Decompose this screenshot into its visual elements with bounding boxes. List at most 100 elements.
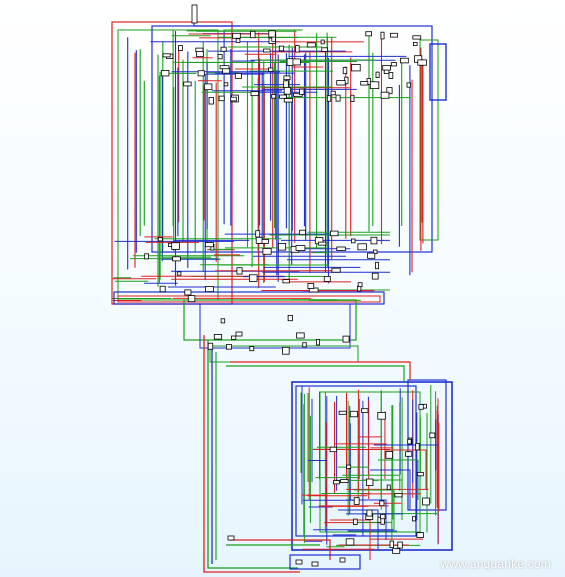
graph-node-block[interactable] [295, 245, 306, 251]
graph-node-block[interactable] [236, 267, 243, 275]
graph-node-block[interactable] [187, 295, 196, 303]
graph-node-block[interactable] [389, 32, 398, 38]
graph-node-block[interactable] [299, 229, 306, 236]
graph-node-block[interactable] [422, 497, 430, 506]
graph-node-block[interactable] [411, 516, 417, 522]
graph-node-block[interactable] [231, 335, 237, 340]
graph-node-block[interactable] [263, 48, 271, 53]
graph-node-block[interactable] [295, 45, 300, 53]
graph-node-block[interactable] [282, 346, 290, 355]
graph-node-block[interactable] [406, 82, 411, 88]
graph-node-block[interactable] [407, 438, 412, 445]
graph-node-block[interactable] [340, 479, 349, 484]
graph-node-block[interactable] [350, 238, 356, 244]
graph-node-block[interactable] [205, 285, 214, 293]
graph-node-block[interactable] [394, 493, 403, 498]
graph-node-block[interactable] [386, 484, 391, 490]
graph-node-block[interactable] [278, 45, 285, 52]
graph-node-block[interactable] [283, 87, 292, 95]
graph-node-block[interactable] [369, 81, 380, 90]
graph-node-block[interactable] [296, 332, 305, 339]
graph-node-block[interactable] [365, 31, 373, 37]
graph-node-block[interactable] [223, 82, 229, 87]
graph-node-block[interactable] [380, 31, 385, 40]
graph-node-block[interactable] [351, 64, 361, 72]
graph-node-block[interactable] [235, 38, 241, 43]
graph-node-block[interactable] [379, 500, 385, 507]
graph-node-block[interactable] [235, 331, 243, 337]
graph-node-block[interactable] [171, 242, 180, 250]
graph-node-block[interactable] [220, 318, 226, 324]
graph-node-block[interactable] [227, 535, 235, 541]
graph-node-block[interactable] [375, 71, 380, 78]
graph-node-block[interactable] [321, 47, 328, 52]
graph-node-block[interactable] [279, 94, 287, 99]
graph-node-block[interactable] [292, 58, 301, 66]
graph-node-block[interactable] [315, 338, 320, 346]
graph-node-block[interactable] [416, 532, 424, 538]
graph-node-block[interactable] [157, 237, 163, 242]
graph-node-block[interactable] [350, 94, 355, 102]
graph-node-block[interactable] [249, 346, 255, 352]
graph-node-block[interactable] [207, 342, 214, 350]
graph-node-block[interactable] [250, 91, 259, 97]
graph-node-block[interactable] [255, 236, 263, 244]
graph-node-block[interactable] [412, 42, 418, 46]
graph-node-block[interactable] [220, 46, 227, 52]
graph-node-block[interactable] [366, 509, 373, 517]
graph-node-block[interactable] [397, 541, 403, 549]
graph-node-block[interactable] [306, 42, 316, 48]
graph-node-block[interactable] [342, 335, 350, 343]
graph-node-block[interactable] [390, 62, 397, 67]
graph-node-block[interactable] [283, 75, 291, 81]
graph-node-block[interactable] [195, 47, 204, 52]
graph-node-block[interactable] [286, 58, 294, 66]
graph-node-block[interactable] [389, 540, 395, 548]
graph-node-block[interactable] [299, 88, 305, 95]
graph-node-block[interactable] [162, 53, 171, 58]
graph-node-block[interactable] [213, 333, 223, 340]
graph-node-block[interactable] [307, 283, 315, 289]
graph-node-block[interactable] [412, 35, 422, 40]
graph-node-block[interactable] [388, 72, 394, 79]
graph-node-block[interactable] [302, 342, 307, 348]
graph-node-block[interactable] [230, 96, 237, 102]
graph-node-block[interactable] [382, 65, 391, 71]
graph-node-block[interactable] [250, 30, 256, 39]
graph-node-block[interactable] [416, 471, 424, 477]
graph-node-block[interactable] [287, 314, 293, 322]
graph-node-block[interactable] [370, 236, 378, 245]
graph-node-block[interactable] [255, 230, 261, 238]
graph-node-block[interactable] [377, 411, 386, 420]
graph-node-block[interactable] [361, 408, 369, 413]
graph-node-block[interactable] [217, 54, 223, 60]
graph-node-block[interactable] [282, 279, 290, 284]
graph-node-block[interactable] [349, 410, 358, 418]
graph-node-block[interactable] [385, 450, 393, 459]
graph-node-block[interactable] [277, 242, 287, 251]
graph-node-block[interactable] [417, 59, 427, 66]
graph-node-block[interactable] [380, 514, 386, 520]
graph-node-block[interactable] [372, 249, 378, 255]
graph-node-block[interactable] [330, 90, 336, 96]
graph-node-block[interactable] [329, 446, 338, 453]
graph-node-block[interactable] [318, 241, 327, 246]
graph-node-block[interactable] [144, 253, 149, 260]
graph-node-block[interactable] [360, 81, 369, 86]
graph-node-block[interactable] [311, 561, 319, 567]
graph-node-block[interactable] [342, 67, 348, 75]
graph-node-block[interactable] [283, 80, 289, 89]
graph-node-block[interactable] [329, 230, 339, 237]
graph-node-block[interactable] [339, 557, 346, 563]
graph-node-block[interactable] [352, 518, 358, 525]
graph-node-block[interactable] [399, 57, 409, 64]
graph-node-block[interactable] [160, 70, 170, 77]
graph-node-block[interactable] [336, 246, 346, 252]
graph-node-block[interactable] [191, 4, 198, 24]
graph-node-block[interactable] [219, 65, 230, 70]
graph-node-block[interactable] [386, 87, 393, 95]
graph-node-block[interactable] [338, 410, 347, 415]
graph-node-block[interactable] [178, 45, 183, 51]
